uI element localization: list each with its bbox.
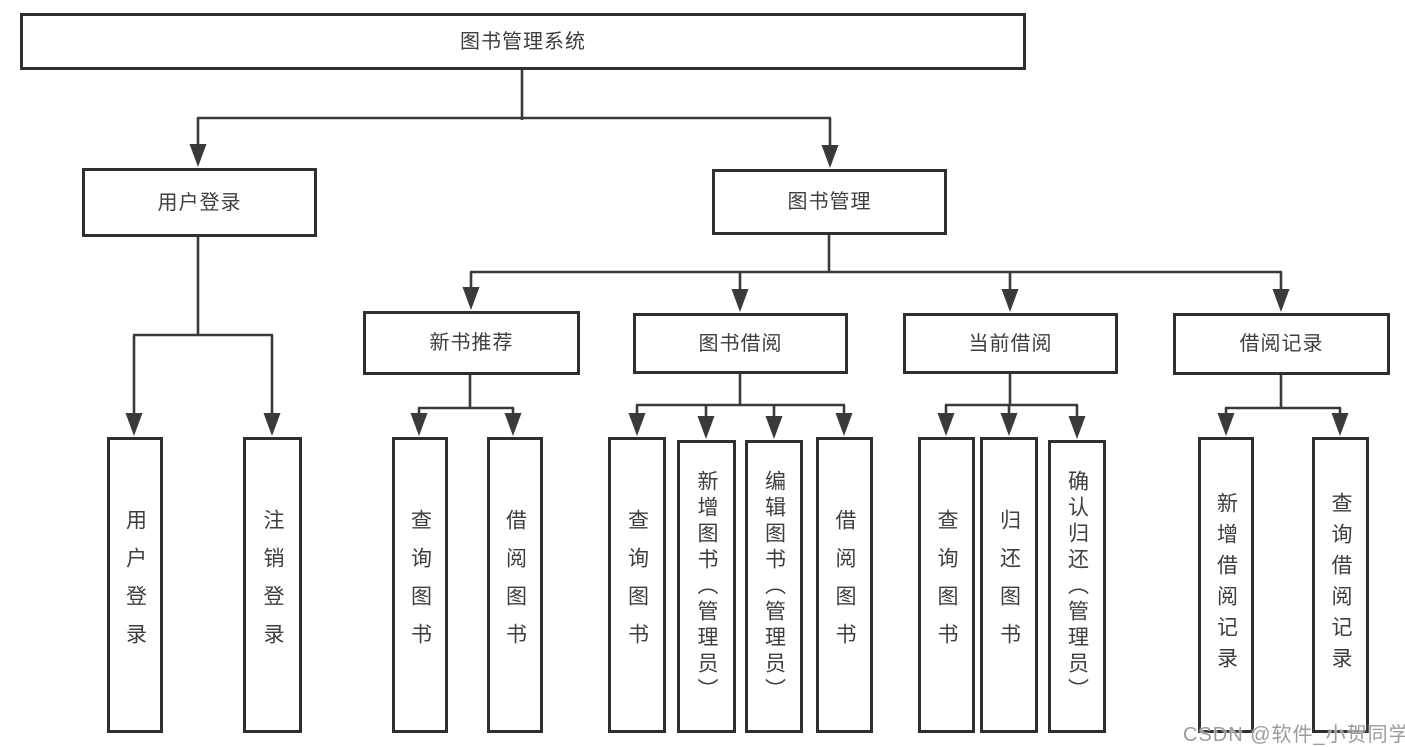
node-leaf-add-borrow-rec: 新增借阅记录 bbox=[1198, 437, 1254, 733]
node-leaf-confirm-return: 确认归还（管理员） bbox=[1048, 440, 1106, 733]
node-leaf-return-books: 归还图书 bbox=[980, 437, 1038, 733]
node-leaf-query-borrow-rec: 查询借阅记录 bbox=[1312, 437, 1369, 733]
node-book-borrowing: 图书借阅 bbox=[633, 313, 848, 374]
node-leaf-borrow-books-2: 借阅图书 bbox=[816, 437, 873, 733]
node-root: 图书管理系统 bbox=[20, 13, 1026, 70]
node-leaf-add-book-admin: 新增图书（管理员） bbox=[677, 440, 736, 733]
node-leaf-logout: 注销登录 bbox=[243, 437, 302, 733]
node-leaf-borrow-books-1: 借阅图书 bbox=[487, 437, 543, 733]
node-leaf-edit-book-admin: 编辑图书（管理员） bbox=[745, 440, 803, 733]
node-leaf-user-login: 用户登录 bbox=[107, 437, 163, 733]
node-current-borrowing: 当前借阅 bbox=[903, 313, 1118, 374]
node-leaf-query-books-3: 查询图书 bbox=[918, 437, 975, 733]
node-user-login-module: 用户登录 bbox=[82, 168, 317, 237]
node-new-book-recommend: 新书推荐 bbox=[363, 311, 580, 375]
node-book-management: 图书管理 bbox=[712, 169, 947, 235]
node-leaf-query-books-1: 查询图书 bbox=[392, 437, 448, 733]
node-leaf-query-books-2: 查询图书 bbox=[608, 437, 666, 733]
node-borrowing-records: 借阅记录 bbox=[1173, 313, 1390, 375]
